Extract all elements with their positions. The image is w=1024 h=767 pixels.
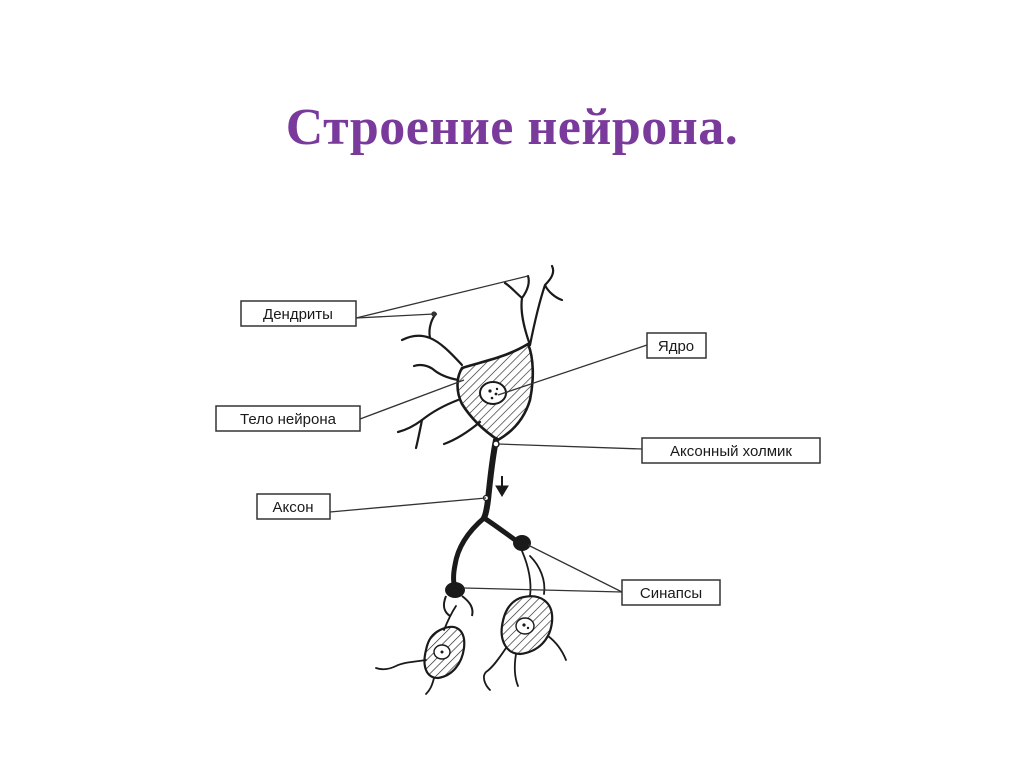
label-hillock: Аксонный холмик xyxy=(641,437,821,464)
label-axon: Аксон xyxy=(256,493,331,520)
label-dendrites-text: Дендриты xyxy=(263,306,333,323)
label-hillock-text: Аксонный холмик xyxy=(670,443,792,460)
label-body-text: Тело нейрона xyxy=(240,411,337,428)
nucleolus-dots xyxy=(488,387,499,400)
axon-trunk xyxy=(451,437,521,591)
leader-lines xyxy=(329,275,648,593)
label-nucleus: Ядро xyxy=(646,332,707,359)
page-title: Строение нейрона. xyxy=(285,99,739,156)
label-synapses: Синапсы xyxy=(621,579,721,606)
dendrite-branches xyxy=(396,264,564,450)
synapse-knob xyxy=(513,535,531,551)
signal-arrow-icon xyxy=(495,476,509,497)
label-synapses-text: Синапсы xyxy=(640,585,702,602)
synapse-knob xyxy=(445,582,465,598)
label-nucleus-text: Ядро xyxy=(658,338,694,355)
label-axon-text: Аксон xyxy=(272,499,313,516)
label-body: Тело нейрона xyxy=(215,405,361,432)
label-dendrites: Дендриты xyxy=(240,300,357,327)
